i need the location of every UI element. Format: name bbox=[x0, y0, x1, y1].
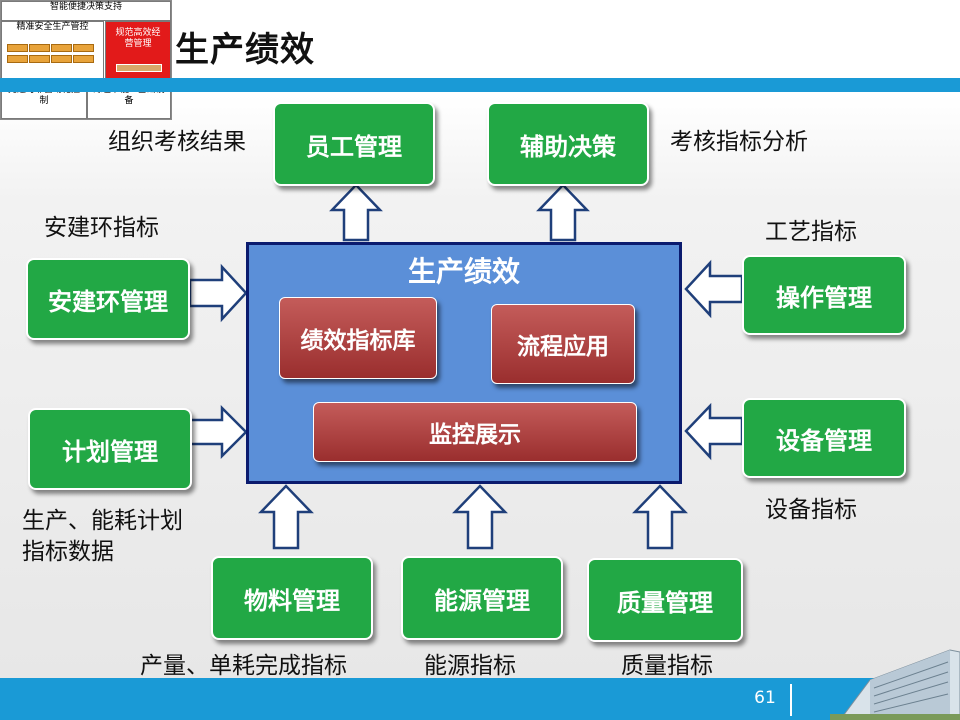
mini-nav-bars-graphic bbox=[7, 44, 99, 68]
node-energy-management[interactable]: 能源管理 bbox=[401, 556, 563, 640]
slide-title: 生产绩效 bbox=[175, 30, 315, 70]
mini-nav-plate-graphic bbox=[116, 64, 162, 72]
center-title: 生产绩效 bbox=[407, 255, 520, 288]
node-equipment-management-label: 设备管理 bbox=[776, 426, 872, 455]
mini-nav-top[interactable]: 智能便捷决策支持 bbox=[1, 1, 171, 21]
label-output-indicators: 产量、单耗完成指标 bbox=[140, 653, 347, 679]
label-plan-indicators: 生产、能耗计划指标数据 bbox=[22, 508, 183, 565]
module-kpi-library-label: 绩效指标库 bbox=[300, 328, 416, 354]
footer-bar bbox=[0, 678, 960, 720]
arrow-right-from-safety bbox=[188, 263, 248, 323]
node-safety-management-label: 安建环管理 bbox=[48, 287, 168, 316]
label-equipment-indicators: 设备指标 bbox=[765, 497, 857, 523]
node-plan-management[interactable]: 计划管理 bbox=[28, 408, 192, 490]
node-quality-management-label: 质量管理 bbox=[617, 588, 713, 617]
node-material-management[interactable]: 物料管理 bbox=[211, 556, 373, 640]
node-staff-management[interactable]: 员工管理 bbox=[273, 102, 435, 186]
mini-nav-right-mid-label: 规范高效经营管理 bbox=[115, 28, 161, 49]
node-operation-management[interactable]: 操作管理 bbox=[742, 255, 906, 335]
arrow-up-to-decision bbox=[536, 183, 590, 242]
node-safety-management[interactable]: 安建环管理 bbox=[26, 258, 190, 340]
page-number-separator bbox=[790, 684, 792, 716]
label-safety-indicators: 安建环指标 bbox=[44, 215, 159, 241]
page-number: 61 bbox=[754, 688, 776, 708]
module-monitor-display-label: 监控展示 bbox=[429, 422, 521, 448]
mini-nav-top-label: 智能便捷决策支持 bbox=[49, 2, 122, 12]
node-material-management-label: 物料管理 bbox=[244, 586, 340, 615]
node-decision-support[interactable]: 辅助决策 bbox=[487, 102, 649, 186]
arrow-left-from-operation bbox=[684, 259, 744, 319]
node-equipment-management[interactable]: 设备管理 bbox=[742, 398, 906, 478]
arrow-right-from-plan bbox=[188, 404, 248, 460]
node-operation-management-label: 操作管理 bbox=[776, 283, 872, 312]
node-decision-support-label: 辅助决策 bbox=[520, 132, 616, 161]
node-plan-management-label: 计划管理 bbox=[62, 437, 158, 466]
module-kpi-library[interactable]: 绩效指标库 bbox=[279, 297, 437, 379]
mini-nav-right-mid[interactable]: 规范高效经营管理 bbox=[105, 21, 171, 81]
node-staff-management-label: 员工管理 bbox=[306, 132, 402, 161]
module-process-app[interactable]: 流程应用 bbox=[491, 304, 635, 384]
arrow-up-from-material bbox=[258, 484, 314, 550]
label-quality-indicators: 质量指标 bbox=[621, 653, 713, 679]
label-energy-indicators: 能源指标 bbox=[424, 653, 516, 679]
module-monitor-display[interactable]: 监控展示 bbox=[313, 402, 637, 462]
arrow-up-from-energy bbox=[452, 484, 508, 550]
label-kpi-analysis: 考核指标分析 bbox=[670, 129, 808, 155]
arrow-up-to-staff bbox=[329, 183, 383, 242]
arrow-left-from-equipment bbox=[684, 402, 744, 461]
title-accent-bar bbox=[0, 78, 960, 92]
module-process-app-label: 流程应用 bbox=[517, 334, 609, 360]
building-illustration bbox=[830, 649, 960, 720]
label-org-assessment: 组织考核结果 bbox=[108, 129, 246, 155]
mini-nav-panel: 智能便捷决策支持 精准安全生产管控 规范高效经营管理 先进可靠自动化控制 绿色节… bbox=[0, 0, 172, 120]
mini-nav-left-mid-label: 精准安全生产管控 bbox=[16, 22, 89, 32]
arrow-up-from-quality bbox=[632, 484, 688, 550]
node-energy-management-label: 能源管理 bbox=[434, 586, 530, 615]
label-process-indicators: 工艺指标 bbox=[765, 219, 857, 245]
node-quality-management[interactable]: 质量管理 bbox=[587, 558, 743, 642]
